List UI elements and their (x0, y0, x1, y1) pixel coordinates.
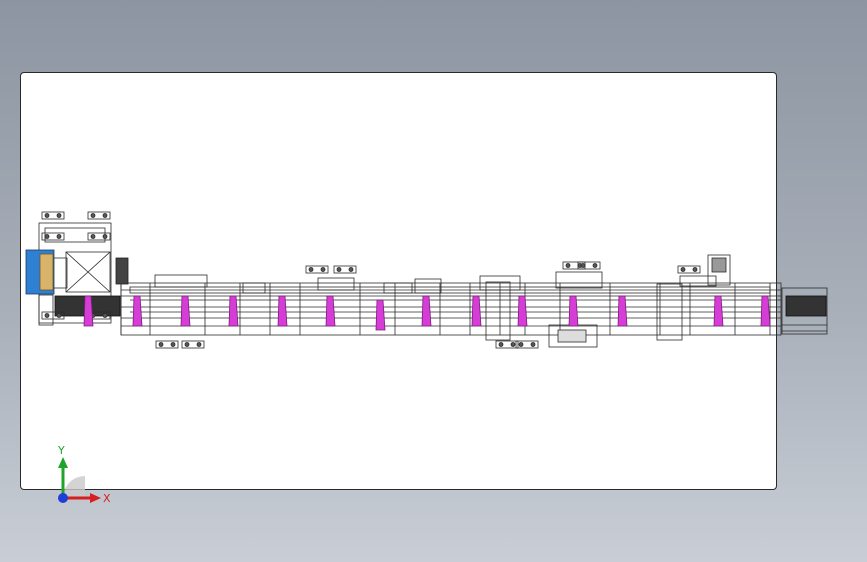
upper-fixture (154, 274, 208, 288)
screw-plate-hole (56, 213, 62, 218)
screw-plate (41, 211, 65, 220)
y-axis-label: Y (57, 444, 65, 457)
screw-plate (577, 261, 601, 270)
pusher-finger (568, 295, 579, 327)
screw-plate-hole (102, 234, 108, 239)
upper-fixture (555, 271, 603, 289)
triad-plane-shade (63, 476, 85, 498)
motor-end-cap (39, 253, 54, 291)
bottom-clamp-plate (515, 340, 539, 349)
upper-fixture (242, 282, 266, 294)
sensor-head (711, 257, 727, 273)
pusher-finger (132, 295, 143, 327)
bottom-clamp-plate-hole (498, 342, 504, 347)
y-axis-arrowhead (58, 457, 68, 468)
x-axis-arrowhead (90, 493, 101, 503)
upper-fixture (679, 275, 717, 287)
screw-plate (677, 265, 701, 274)
drawing-sheet (20, 72, 777, 490)
support-block (485, 281, 511, 341)
screw-plate-hole (580, 263, 586, 268)
upper-fixture (479, 275, 521, 291)
pusher-finger (517, 295, 528, 327)
top-sensor-bracket (707, 254, 731, 286)
screw-plate (305, 265, 329, 274)
bottom-clamp-plate (495, 340, 519, 349)
screw-plate-hole (102, 213, 108, 218)
screw-plate (41, 232, 65, 241)
upper-fixture (317, 277, 355, 291)
screw-plate-hole (44, 234, 50, 239)
screw-plate-hole (102, 313, 108, 318)
pusher-finger (325, 295, 336, 327)
screw-plate (41, 311, 65, 320)
coupling (52, 257, 68, 289)
pusher-finger (617, 295, 628, 327)
screw-plate-hole (44, 313, 50, 318)
bottom-clamp-plate (155, 340, 179, 349)
bottom-clamp-plate-hole (184, 342, 190, 347)
screw-plate (333, 265, 357, 274)
gearbox-diagonal (65, 251, 111, 293)
x-axis-label: X (103, 492, 111, 505)
screw-plate-hole (565, 263, 571, 268)
screw-plate-hole (90, 213, 96, 218)
bottom-clamp-plate-hole (530, 342, 536, 347)
screw-plate-hole (308, 267, 314, 272)
gearbox-block (65, 251, 111, 293)
pusher-finger (277, 295, 288, 327)
screw-plate-hole (56, 234, 62, 239)
bottom-clamp-plate-hole (196, 342, 202, 347)
screw-plate (87, 211, 111, 220)
screw-plate-hole (320, 267, 326, 272)
pulley (115, 257, 129, 285)
support-block (656, 283, 683, 341)
screw-plate-hole (592, 263, 598, 268)
bottom-clamp-plate-hole (158, 342, 164, 347)
pusher-finger (228, 295, 239, 327)
pusher-finger (375, 299, 386, 331)
pusher-finger (760, 295, 771, 327)
screw-plate-hole (56, 313, 62, 318)
upper-fixture (414, 278, 442, 294)
pusher-finger (421, 295, 432, 327)
screw-plate-hole (90, 234, 96, 239)
bottom-clamp-plate (181, 340, 205, 349)
bottom-clamp-plate-hole (518, 342, 524, 347)
pusher-finger (713, 295, 724, 327)
axis-triad: Y X (57, 444, 111, 505)
right-end-sprocket (785, 295, 827, 317)
pusher-finger (471, 295, 482, 327)
left-bracket (38, 294, 54, 326)
screw-plate-hole (680, 267, 686, 272)
z-axis-dot (58, 493, 68, 503)
upper-fixture (383, 282, 413, 294)
screw-plate-hole (692, 267, 698, 272)
screw-plate-hole (336, 267, 342, 272)
bottom-clamp-plate-hole (170, 342, 176, 347)
lower-mount-inner (557, 329, 587, 343)
screw-plate-hole (44, 213, 50, 218)
pusher-finger (180, 295, 191, 327)
screw-plate (87, 232, 111, 241)
screw-plate-hole (348, 267, 354, 272)
right-tail-unit (781, 287, 828, 335)
bottom-clamp-plate-hole (510, 342, 516, 347)
pusher-finger (83, 295, 94, 327)
